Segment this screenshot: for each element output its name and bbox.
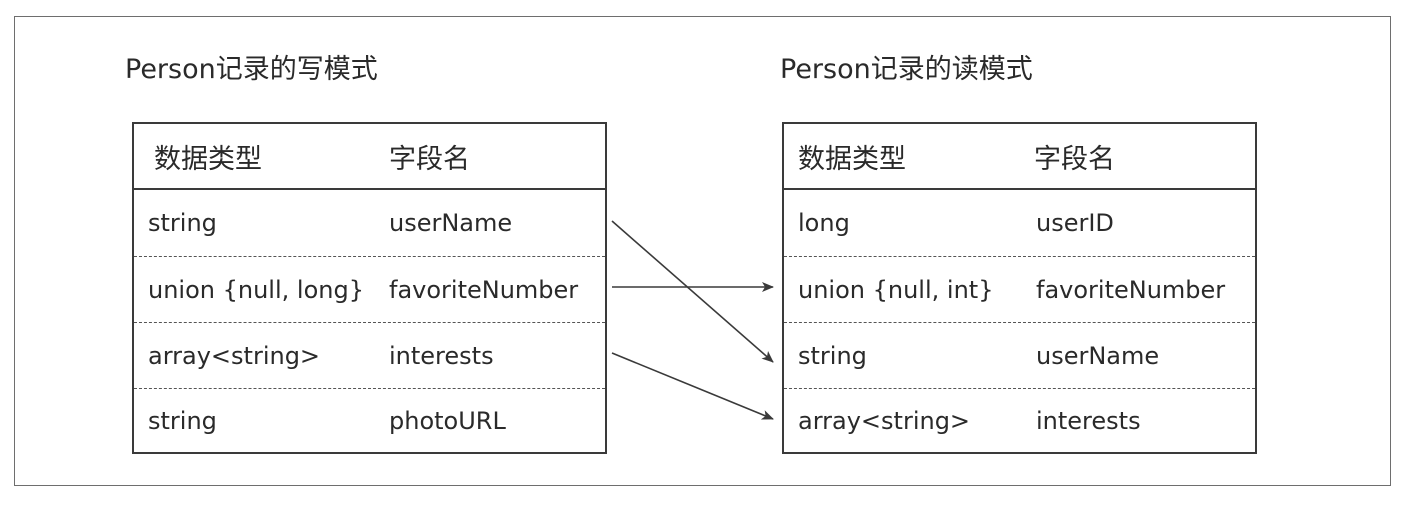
reader-header-field: 字段名 — [1034, 143, 1115, 175]
writer-row-field: favoriteNumber — [389, 275, 579, 304]
reader-row-type: string — [798, 341, 867, 370]
writer-row-type: union {null, long} — [148, 275, 364, 304]
reader-row-field: userName — [1036, 341, 1160, 370]
writer-row: union {null, long} favoriteNumber — [134, 256, 605, 322]
arrow-username-mapping — [611, 220, 774, 363]
writer-row-type: string — [148, 209, 217, 237]
writer-schema-table: 数据类型 字段名 string userName union {null, lo… — [132, 122, 607, 454]
writer-row: string photoURL — [134, 388, 605, 452]
reader-schema-title: Person记录的读模式 — [780, 54, 1033, 85]
reader-row-type: union {null, int} — [798, 275, 994, 304]
writer-row-field: interests — [389, 341, 494, 370]
arrow-interests-mapping — [611, 352, 774, 420]
reader-row: long userID — [784, 190, 1255, 256]
reader-schema-table: 数据类型 字段名 long userID union {null, int} f… — [782, 122, 1257, 454]
reader-row-field: favoriteNumber — [1036, 275, 1226, 304]
writer-header-field: 字段名 — [389, 143, 470, 175]
reader-row-type: array<string> — [798, 406, 971, 435]
reader-row-type: long — [798, 209, 850, 237]
reader-header-type: 数据类型 — [798, 143, 906, 175]
writer-schema-title: Person记录的写模式 — [125, 54, 378, 85]
writer-header-type: 数据类型 — [154, 143, 262, 175]
writer-header-row: 数据类型 字段名 — [134, 124, 605, 190]
writer-row-type: string — [148, 406, 217, 435]
reader-row: union {null, int} favoriteNumber — [784, 256, 1255, 322]
writer-row: array<string> interests — [134, 322, 605, 388]
writer-row-field: userName — [389, 209, 513, 237]
reader-row-field: userID — [1036, 209, 1114, 237]
reader-row-field: interests — [1036, 406, 1141, 435]
writer-row: string userName — [134, 190, 605, 256]
reader-header-row: 数据类型 字段名 — [784, 124, 1255, 190]
writer-row-field: photoURL — [389, 406, 506, 435]
writer-row-type: array<string> — [148, 341, 321, 370]
reader-row: string userName — [784, 322, 1255, 388]
reader-row: array<string> interests — [784, 388, 1255, 452]
